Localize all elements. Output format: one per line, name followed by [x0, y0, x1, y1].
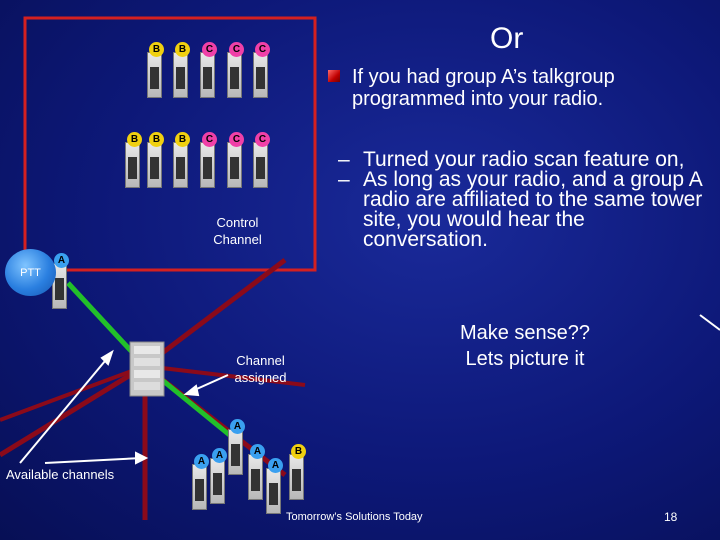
- repeater-cabinet: [129, 341, 165, 397]
- radio-badge: B: [127, 132, 142, 147]
- radio-C: [200, 142, 215, 188]
- page-number: 18: [664, 510, 678, 524]
- channel-line: [0, 363, 147, 458]
- radio-A: [210, 458, 225, 504]
- radio-B: [289, 454, 304, 500]
- radio-badge: A: [54, 253, 69, 268]
- channel-assigned-label: Channel assigned: [228, 352, 293, 386]
- channel-assigned-text: Channel assigned: [234, 353, 287, 385]
- radio-B: [125, 142, 140, 188]
- radio-badge: C: [202, 42, 217, 57]
- sub-bullet-text: As long as your radio, and a group A rad…: [363, 168, 703, 251]
- bullet-list: If you had group A’s talkgroup programme…: [328, 66, 713, 250]
- radio-C: [200, 52, 215, 98]
- slide-title: Or: [490, 22, 524, 55]
- sub-bullet-item: – As long as your radio, and a group A r…: [328, 168, 713, 251]
- radio-badge: A: [268, 458, 283, 473]
- radio-badge: A: [194, 454, 209, 469]
- radio-C: [253, 52, 268, 98]
- make-sense-text: Make sense?? Lets picture it: [459, 322, 591, 370]
- radio-badge: C: [255, 132, 270, 147]
- radio-C: [253, 142, 268, 188]
- bullet-text: If you had group A’s talkgroup programme…: [352, 66, 615, 110]
- ptt-label: PTT: [20, 266, 41, 279]
- ptt-button[interactable]: PTT: [5, 249, 56, 296]
- radio-badge: C: [229, 42, 244, 57]
- sub-bullet-item: – Turned your radio scan feature on,: [328, 148, 713, 171]
- dash-icon: –: [338, 148, 350, 171]
- control-channel-line: [143, 258, 287, 368]
- radio-A: [266, 468, 281, 514]
- radio-badge: B: [175, 42, 190, 57]
- radio-A: [192, 464, 207, 510]
- radio-badge: B: [175, 132, 190, 147]
- available-channels-label: Available channels: [6, 467, 115, 482]
- control-channel-label: Control Channel: [205, 214, 270, 248]
- radio-A: [228, 429, 243, 475]
- radio-badge: B: [149, 132, 164, 147]
- channel-line: [0, 364, 146, 422]
- radio-C: [227, 142, 242, 188]
- radio-B: [173, 142, 188, 188]
- bullet-item: If you had group A’s talkgroup programme…: [328, 66, 713, 110]
- radio-B: [173, 52, 188, 98]
- radio-badge: C: [229, 132, 244, 147]
- available-channels-arrows: [19, 314, 720, 465]
- radio-badge: C: [202, 132, 217, 147]
- radio-C: [227, 52, 242, 98]
- sub-bullet-text: Turned your radio scan feature on,: [363, 148, 685, 171]
- radio-badge: B: [291, 444, 306, 459]
- radio-badge: B: [149, 42, 164, 57]
- talkgroup-box: [23, 16, 317, 272]
- radio-badge: A: [230, 419, 245, 434]
- radio-A: [248, 454, 263, 500]
- radio-badge: C: [255, 42, 270, 57]
- square-bullet-icon: [328, 70, 340, 82]
- control-channel-text: Control Channel: [213, 215, 262, 247]
- radio-badge: A: [212, 448, 227, 463]
- radio-B: [147, 52, 162, 98]
- dash-icon: –: [338, 168, 350, 191]
- radio-badge: A: [250, 444, 265, 459]
- footer-text: Tomorrow’s Solutions Today: [286, 511, 423, 523]
- radio-B: [147, 142, 162, 188]
